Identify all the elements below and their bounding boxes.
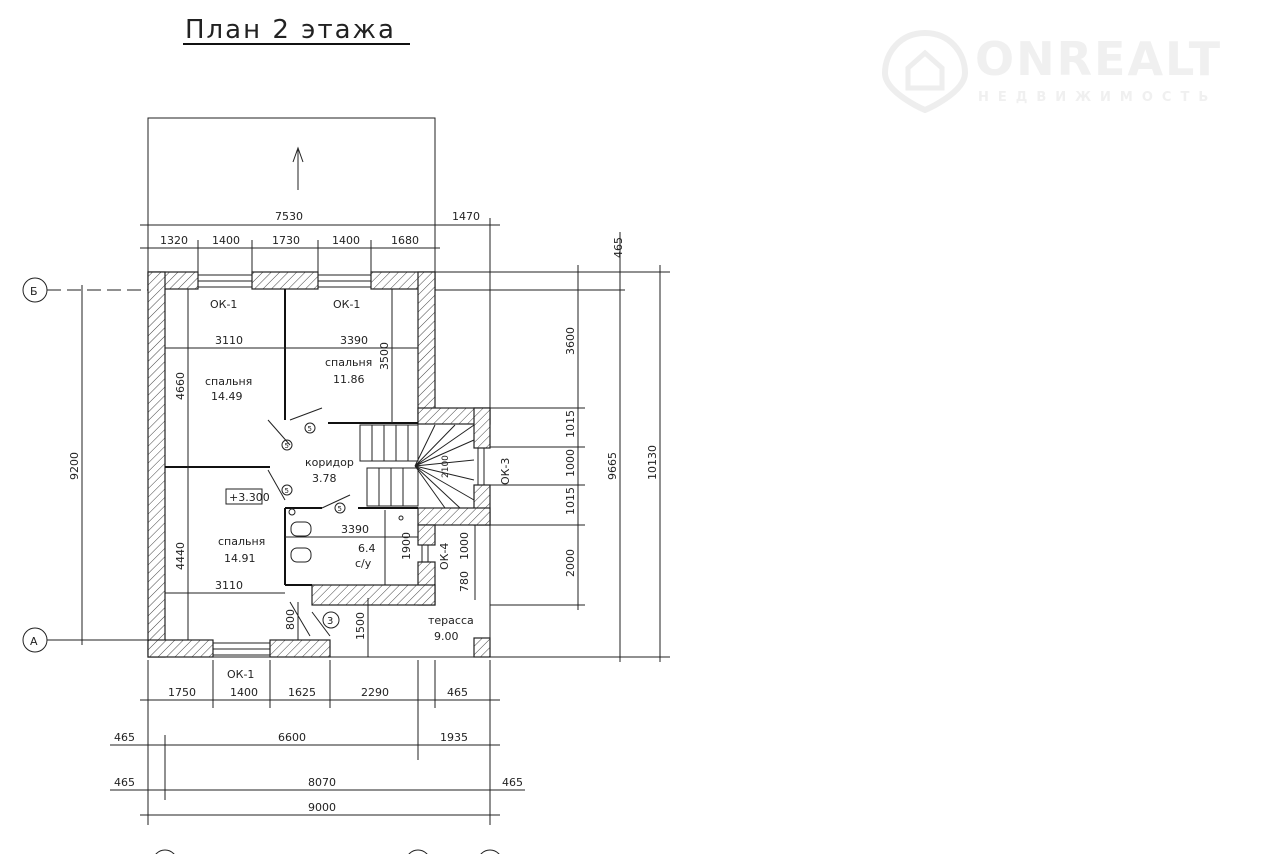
watermark-tagline: НЕДВИЖИМОСТЬ: [978, 90, 1218, 105]
dimension-label: 1935: [440, 731, 468, 744]
room-name: с/у: [355, 557, 372, 570]
dimension-label: 9000: [308, 801, 336, 814]
window-label: ОК-4: [438, 543, 451, 570]
room-name: терасса: [428, 614, 474, 627]
window-label: ОК-1: [210, 298, 237, 311]
dimension-label: 9200: [68, 452, 81, 480]
dimension-label: 4440: [174, 542, 187, 570]
stair: [359, 424, 475, 509]
door-marker: 5: [304, 422, 316, 434]
dimension-label: 8070: [308, 776, 336, 789]
door-marker-label: 5: [285, 487, 289, 495]
dimension-label: 10130: [646, 445, 659, 480]
axis-a-bubble: А: [22, 627, 48, 653]
door-marker-label: 5: [285, 442, 289, 450]
dimension-label: 1900: [400, 532, 413, 560]
house-pin-icon: [881, 29, 969, 113]
dimension-label: 1750: [168, 686, 196, 699]
dimension-label: 4660: [174, 372, 187, 400]
level-mark-value: +3.300: [229, 491, 270, 504]
axis-a-label: А: [30, 635, 38, 648]
dimension-label: 1680: [391, 234, 419, 247]
window-label: ОК-1: [227, 668, 254, 681]
room-labels: спальня 14.49 спальня 11.86 коридор 3.78…: [205, 298, 512, 681]
door-marker-label: 5: [308, 425, 312, 433]
windows: [198, 274, 485, 656]
extension-lines: [435, 271, 670, 658]
room-area: 14.49: [211, 390, 243, 403]
axis-bubble-bottom: [155, 849, 175, 854]
dimension-label: 3390: [341, 523, 369, 536]
plumbing-fixtures: [288, 508, 418, 586]
watermark-brand: ONREALT: [975, 32, 1223, 86]
dimension-label: 3600: [564, 327, 577, 355]
room-name: коридор: [305, 456, 354, 469]
door-marker: 5: [281, 439, 293, 451]
dimension-label: 6600: [278, 731, 306, 744]
dimension-label: 2290: [361, 686, 389, 699]
dimension-label: 9665: [606, 452, 619, 480]
dimension-label: 1015: [564, 410, 577, 438]
extension-lines: [147, 660, 491, 825]
level-mark: +3.300: [225, 488, 270, 505]
room-area: 11.86: [333, 373, 365, 386]
partitions: [165, 289, 418, 586]
walls: [147, 271, 491, 658]
room-area: 9.00: [434, 630, 459, 643]
grid-axes: Б А: [22, 277, 500, 854]
dimension-label: 1730: [272, 234, 300, 247]
dimension-label: 2000: [564, 549, 577, 577]
dimension-label: 465: [447, 686, 468, 699]
room-name: спальня: [325, 356, 372, 369]
plan-title: План 2 этажа: [185, 15, 396, 45]
room-area: 3.78: [312, 472, 337, 485]
axis-b-label: Б: [30, 285, 38, 298]
dimension-label: 3110: [215, 334, 243, 347]
room-name: спальня: [218, 535, 265, 548]
dimension-label: 3110: [215, 579, 243, 592]
door-marker: 5: [334, 502, 346, 514]
dimensions: 7530 1470 1320 1400 1730 1400 1680 3110 …: [68, 210, 670, 825]
dimension-label: 1015: [564, 487, 577, 515]
axis-bubble-bottom: [408, 849, 428, 854]
window-label: ОК-1: [333, 298, 360, 311]
room-name: спальня: [205, 375, 252, 388]
axis-b-bubble: Б: [22, 277, 48, 303]
stair-dimension: 2100: [441, 455, 451, 478]
axis-bubble-bottom: [480, 849, 500, 854]
dimension-label: 1625: [288, 686, 316, 699]
onrealt-watermark: ONREALT НЕДВИЖИМОСТЬ: [880, 28, 1250, 113]
window-label: ОК-3: [499, 458, 512, 485]
dimension-label: 465: [612, 237, 625, 258]
dimension-label: 1500: [354, 612, 367, 640]
room-area: 14.91: [224, 552, 256, 565]
dimension-label: 465: [114, 776, 135, 789]
upper-outline: [147, 117, 436, 232]
dimension-label: 465: [114, 731, 135, 744]
door-swings: [267, 407, 351, 637]
door-marker: 3: [322, 611, 340, 629]
door-marker-label: 3: [327, 616, 333, 627]
door-marker-label: 5: [338, 505, 342, 513]
room-area: 6.4: [358, 542, 376, 555]
dimension-label: 1320: [160, 234, 188, 247]
dimension-label: 1000: [564, 449, 577, 477]
dimension-label: 1470: [452, 210, 480, 223]
dimension-label: 1400: [230, 686, 258, 699]
door-marker: 5: [281, 484, 293, 496]
dimension-label: 780: [458, 571, 471, 592]
dimension-label: 7530: [275, 210, 303, 223]
extension-lines: [147, 218, 436, 272]
dimension-label: 3390: [340, 334, 368, 347]
dimension-label: 465: [502, 776, 523, 789]
dimension-label: 1400: [212, 234, 240, 247]
north-arrow-icon: [292, 146, 304, 190]
dimension-label: 3500: [378, 342, 391, 370]
dimension-label: 1400: [332, 234, 360, 247]
dimension-label: 800: [284, 609, 297, 630]
dimension-label: 1000: [458, 532, 471, 560]
